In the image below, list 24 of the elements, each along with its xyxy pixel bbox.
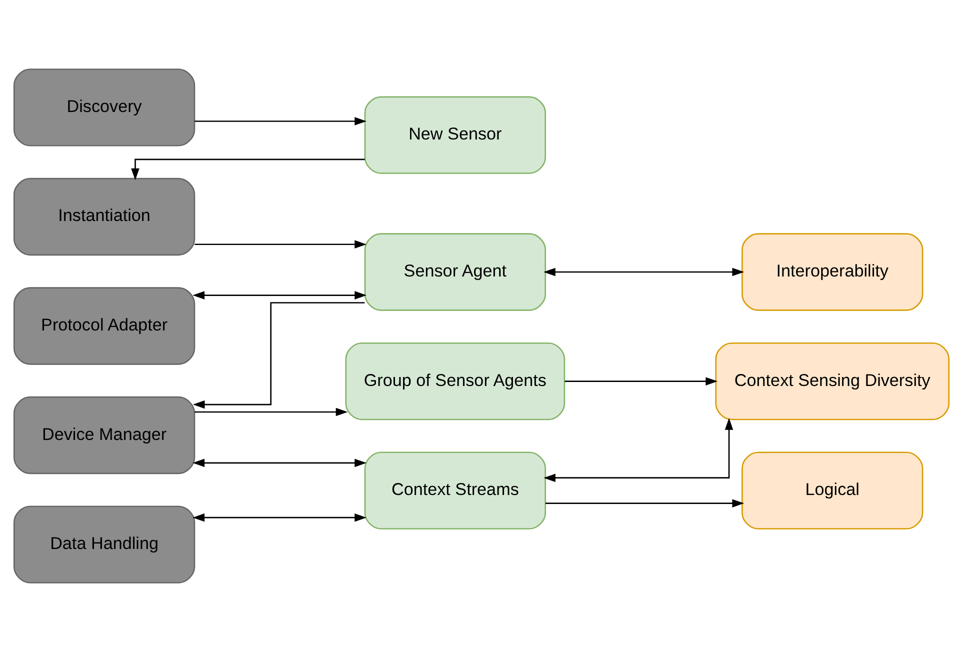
arrow <box>194 116 366 125</box>
node-box: New Sensor <box>364 96 546 174</box>
node-box: Instantiation <box>13 177 196 256</box>
node-box: Device Manager <box>13 396 196 474</box>
node-box: Protocol Adapter <box>13 286 196 364</box>
node-box: Context Streams <box>364 451 546 529</box>
arrow <box>564 376 718 385</box>
arrow <box>546 498 744 507</box>
arrow <box>544 418 734 482</box>
node-box: Logical <box>742 451 924 529</box>
node-box: Interoperability <box>742 232 924 310</box>
node-box: Data Handling <box>13 505 196 583</box>
arrow <box>192 290 366 299</box>
arrow <box>194 407 348 416</box>
arrow <box>192 512 366 522</box>
arrow <box>544 267 744 276</box>
arrow <box>192 458 366 467</box>
arrow <box>194 240 366 248</box>
node-box: Discovery <box>13 68 196 146</box>
arrow <box>192 302 365 408</box>
arrow <box>131 158 365 180</box>
node-box: Group of Sensor Agents <box>345 342 566 420</box>
node-box: Sensor Agent <box>364 232 546 310</box>
node-box: Context Sensing Diversity <box>715 342 950 420</box>
